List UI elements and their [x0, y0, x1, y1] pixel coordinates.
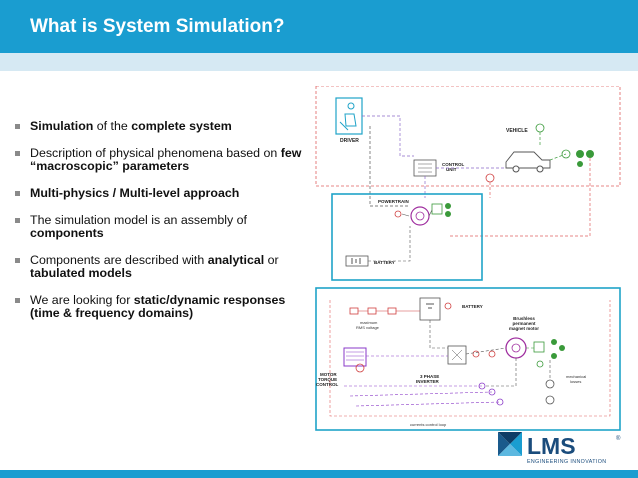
detail-frame: [315, 287, 621, 431]
bullet-item: Simulation of the complete system: [14, 120, 314, 133]
bullet-text-run: components: [30, 226, 104, 240]
bullet-text-run: Description of physical phenomena based …: [30, 146, 281, 160]
bullet-text-run: We are looking for: [30, 293, 134, 307]
lms-logo-text: LMS: [527, 433, 576, 459]
bullet-square-icon: [15, 191, 20, 196]
bullet-text-run: or: [264, 253, 279, 267]
bullet-text-run: static/dynamic responses (time & frequen…: [30, 293, 286, 320]
battery-detail-label: BATTERY: [462, 304, 483, 309]
slide-title: What is System Simulation?: [30, 16, 285, 37]
bottom-bar: [0, 470, 638, 478]
driver-label: DRIVER: [340, 138, 359, 144]
bullet-square-icon: [15, 298, 20, 303]
detail-components: [343, 297, 565, 406]
bullet-square-icon: [15, 151, 20, 156]
bullet-square-icon: [15, 124, 20, 129]
bullet-square-icon: [15, 258, 20, 263]
bullet-text-run: tabulated models: [30, 266, 132, 280]
outer-frame: [315, 86, 621, 187]
battery-top-label: BATTERY: [374, 260, 395, 265]
powertrain-frame: [331, 193, 483, 281]
powertrain-label: POWERTRAIN: [378, 199, 409, 204]
lms-tagline: ENGINEERING INNOVATION: [527, 459, 607, 465]
bullet-item: Components are described with analytical…: [14, 254, 314, 280]
bullet-item: Multi-physics / Multi-level approach: [14, 187, 314, 200]
powertrain-motor-icon: [394, 203, 451, 226]
bullet-text-run: complete system: [131, 119, 232, 133]
bullet-text-run: Simulation: [30, 119, 94, 133]
bullet-item: We are looking for static/dynamic respon…: [14, 294, 314, 320]
vehicle-label: VEHICLE: [506, 128, 528, 134]
bullet-text-run: few “macroscopic” parameters: [30, 146, 302, 173]
top-connection-lines: [362, 115, 591, 237]
control-loop-label: currents control loop: [410, 422, 447, 427]
bullet-text-run: The simulation model is an assembly of: [30, 213, 247, 227]
registered-mark: ®: [616, 435, 621, 442]
title-underline-bar: [0, 53, 638, 71]
bullet-text-run: Components are described with: [30, 253, 208, 267]
lms-logo-mark: [498, 432, 522, 456]
bullet-item: Description of physical phenomena based …: [14, 147, 314, 173]
bullet-text-run: Multi-physics / Multi-level approach: [30, 186, 240, 200]
bullet-square-icon: [15, 218, 20, 223]
lms-logo: LMS ® ENGINEERING INNOVATION: [498, 432, 621, 465]
bullet-text-run: analytical: [207, 253, 265, 267]
control-unit-block: [413, 159, 437, 177]
bullet-text-run: of the: [93, 119, 132, 133]
bullet-item: The simulation model is an assembly of c…: [14, 214, 314, 240]
detail-connection-lines: [329, 300, 611, 417]
battery-top-icon: [345, 255, 369, 267]
title-bar: What is System Simulation?: [0, 0, 638, 53]
driver-icon: [335, 97, 363, 135]
